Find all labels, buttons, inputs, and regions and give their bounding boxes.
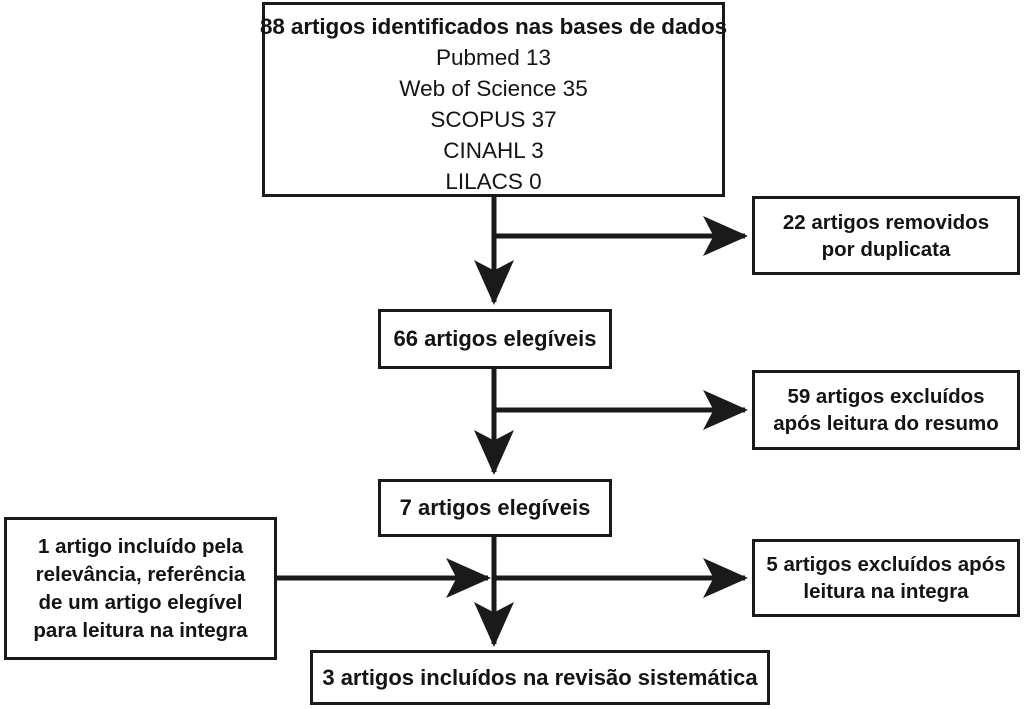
included-by-relevance-line-3: de um artigo elegível bbox=[38, 590, 243, 614]
database-web-of-science: Web of Science 35 bbox=[399, 76, 588, 101]
duplicates-removed-line-2: por duplicata bbox=[821, 237, 951, 261]
included-by-relevance-line-2: relevância, referência bbox=[35, 562, 246, 586]
duplicates-removed-line-1: 22 artigos removidos bbox=[782, 210, 990, 234]
eligible-7-label: 7 artigos elegíveis bbox=[399, 495, 591, 520]
included-by-relevance-line-1: 1 artigo incluído pela bbox=[37, 534, 244, 558]
node-duplicates-removed: 22 artigos removidos por duplicata bbox=[752, 196, 1020, 275]
database-lilacs: LILACS 0 bbox=[445, 169, 542, 194]
eligible-66-label: 66 artigos elegíveis bbox=[393, 326, 597, 351]
node-excluded-after-fulltext: 5 artigos excluídos após leitura na inte… bbox=[752, 539, 1020, 617]
node-eligible-66: 66 artigos elegíveis bbox=[378, 309, 612, 369]
excluded-after-abstract-line-1: 59 artigos excluídos bbox=[787, 385, 985, 408]
records-identified-title: 88 artigos identificados nas bases de da… bbox=[259, 14, 728, 39]
node-studies-included: 3 artigos incluídos na revisão sistemáti… bbox=[310, 650, 770, 705]
excluded-after-fulltext-line-2: leitura na integra bbox=[803, 580, 969, 603]
database-pubmed: Pubmed 13 bbox=[435, 45, 552, 70]
node-excluded-after-abstract: 59 artigos excluídos após leitura do res… bbox=[752, 370, 1020, 450]
node-included-by-relevance: 1 artigo incluído pela relevância, refer… bbox=[4, 517, 277, 660]
database-cinahl: CINAHL 3 bbox=[443, 138, 544, 163]
studies-included-label: 3 artigos incluídos na revisão sistemáti… bbox=[322, 664, 758, 690]
database-scopus: SCOPUS 37 bbox=[430, 107, 557, 132]
excluded-after-fulltext-line-1: 5 artigos excluídos após bbox=[766, 553, 1006, 576]
node-eligible-7: 7 artigos elegíveis bbox=[378, 479, 612, 537]
included-by-relevance-line-4: para leitura na integra bbox=[33, 618, 248, 642]
node-records-identified: 88 artigos identificados nas bases de da… bbox=[259, 2, 728, 197]
excluded-after-abstract-line-2: após leitura do resumo bbox=[773, 412, 999, 435]
